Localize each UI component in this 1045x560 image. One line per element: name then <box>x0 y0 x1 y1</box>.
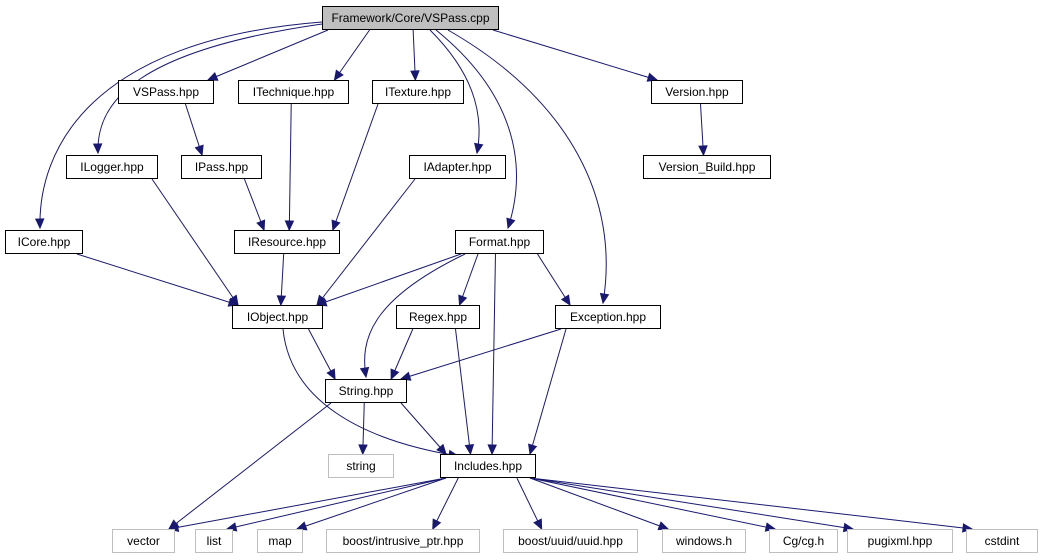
node-string-hpp[interactable]: String.hpp <box>325 379 407 403</box>
edge-string-hpp-to-includes-arrowhead <box>436 443 447 455</box>
edge-includes-to-cstdint <box>529 477 973 530</box>
edge-iobject-to-string-hpp-arrowhead <box>326 368 336 381</box>
node-exception-hpp[interactable]: Exception.hpp <box>555 305 661 329</box>
node-itechnique-hpp[interactable]: ITechnique.hpp <box>238 80 349 104</box>
edge-root-to-format <box>435 29 517 229</box>
node-ipass-hpp[interactable]: IPass.hpp <box>181 155 262 179</box>
node-cstdint-external: cstdint <box>966 529 1038 553</box>
edge-format-to-includes-arrowhead <box>487 444 497 456</box>
node-string-external: string <box>328 454 394 478</box>
edge-includes-to-windows <box>529 477 669 530</box>
edge-root-to-icore-arrowhead <box>34 218 45 230</box>
edge-root-to-itexture-arrowhead <box>410 70 420 82</box>
edge-root-to-itechnique <box>334 29 370 81</box>
edge-regex-to-includes <box>455 328 471 455</box>
edge-format-to-exception <box>537 253 571 306</box>
edge-root-to-icore <box>39 21 323 229</box>
edge-root-to-version <box>492 29 658 81</box>
edge-root-to-ilogger-arrowhead <box>92 143 103 155</box>
node-vspass-cpp[interactable]: Framework/Core/VSPass.cpp <box>322 6 499 30</box>
edge-root-to-itechnique-arrowhead <box>333 69 344 82</box>
edge-includes-to-intrusive-ptr <box>432 477 459 530</box>
edge-root-to-vspass-hpp <box>207 29 329 81</box>
node-iobject-hpp[interactable]: IObject.hpp <box>232 305 323 329</box>
edge-format-to-string-hpp-arrowhead <box>359 366 370 379</box>
edge-includes-to-list <box>226 477 447 530</box>
edge-root-to-format-arrowhead <box>506 217 516 230</box>
edge-exception-to-includes <box>529 328 567 455</box>
node-includes-hpp[interactable]: Includes.hpp <box>440 454 536 478</box>
edge-format-to-iobject <box>316 253 462 306</box>
edge-string-hpp-to-vector <box>168 402 332 530</box>
edge-itexture-to-iresource-arrowhead <box>331 219 341 232</box>
edge-format-to-regex-arrowhead <box>458 294 468 307</box>
edge-vspass-hpp-to-ipass-arrowhead <box>194 144 204 157</box>
edge-includes-to-intrusive-ptr-arrowhead <box>432 518 442 531</box>
edge-root-to-iadapter <box>429 29 480 154</box>
node-cg-h-external: Cg/cg.h <box>769 529 838 553</box>
edge-ipass-to-iresource-arrowhead <box>256 219 266 232</box>
edge-regex-to-includes-arrowhead <box>464 443 475 456</box>
edge-includes-to-vector <box>168 477 447 530</box>
edge-format-to-includes <box>491 253 496 455</box>
node-uuid-external: boost/uuid/uuid.hpp <box>503 529 638 553</box>
node-format-hpp[interactable]: Format.hpp <box>455 230 544 254</box>
edge-root-to-exception-arrowhead <box>599 292 610 305</box>
edge-includes-to-pugixml <box>529 477 854 530</box>
node-version-build-hpp[interactable]: Version_Build.hpp <box>643 155 771 179</box>
edge-iresource-to-iobject-arrowhead <box>276 295 287 307</box>
edge-itechnique-to-iresource-arrowhead <box>284 220 295 232</box>
edge-ilogger-to-iobject <box>151 178 239 306</box>
node-iadapter-hpp[interactable]: IAdapter.hpp <box>409 155 506 179</box>
edge-root-to-ilogger <box>97 23 323 154</box>
edge-version-to-version-build-arrowhead <box>698 145 708 157</box>
node-version-hpp[interactable]: Version.hpp <box>651 80 743 104</box>
edge-includes-to-cg <box>529 477 776 530</box>
node-map-external: map <box>257 529 303 553</box>
edge-string-hpp-to-includes <box>400 402 447 455</box>
edge-includes-to-uuid-arrowhead <box>533 518 543 531</box>
node-vector-external: vector <box>112 529 175 553</box>
edge-root-to-iadapter-arrowhead <box>474 142 484 155</box>
node-ilogger-hpp[interactable]: ILogger.hpp <box>66 155 158 179</box>
node-windows-h-external: windows.h <box>662 529 746 553</box>
node-icore-hpp[interactable]: ICore.hpp <box>5 230 83 254</box>
edge-exception-to-includes-arrowhead <box>528 443 538 456</box>
node-intrusive-ptr-external: boost/intrusive_ptr.hpp <box>326 529 480 553</box>
edge-itexture-to-iresource <box>332 103 379 231</box>
edge-iadapter-to-iobject <box>316 178 416 306</box>
node-iresource-hpp[interactable]: IResource.hpp <box>234 230 340 254</box>
edge-string-hpp-to-string-ext-arrowhead <box>358 444 368 456</box>
edge-iobject-to-includes <box>282 328 459 457</box>
edge-itechnique-to-iresource <box>288 103 292 231</box>
node-list-external: list <box>195 529 233 553</box>
edge-root-to-exception <box>447 29 607 304</box>
edge-exception-to-string-hpp <box>400 328 562 380</box>
edge-format-to-string-hpp <box>364 253 466 378</box>
node-regex-hpp[interactable]: Regex.hpp <box>396 305 480 329</box>
edge-includes-to-map <box>296 477 447 530</box>
node-itexture-hpp[interactable]: ITexture.hpp <box>372 80 464 104</box>
edge-icore-to-iobject <box>76 253 239 306</box>
edge-format-to-exception-arrowhead <box>560 294 571 307</box>
node-vspass-hpp[interactable]: VSPass.hpp <box>118 80 214 104</box>
edge-regex-to-string-hpp-arrowhead <box>390 368 400 381</box>
node-pugixml-external: pugixml.hpp <box>847 529 953 553</box>
